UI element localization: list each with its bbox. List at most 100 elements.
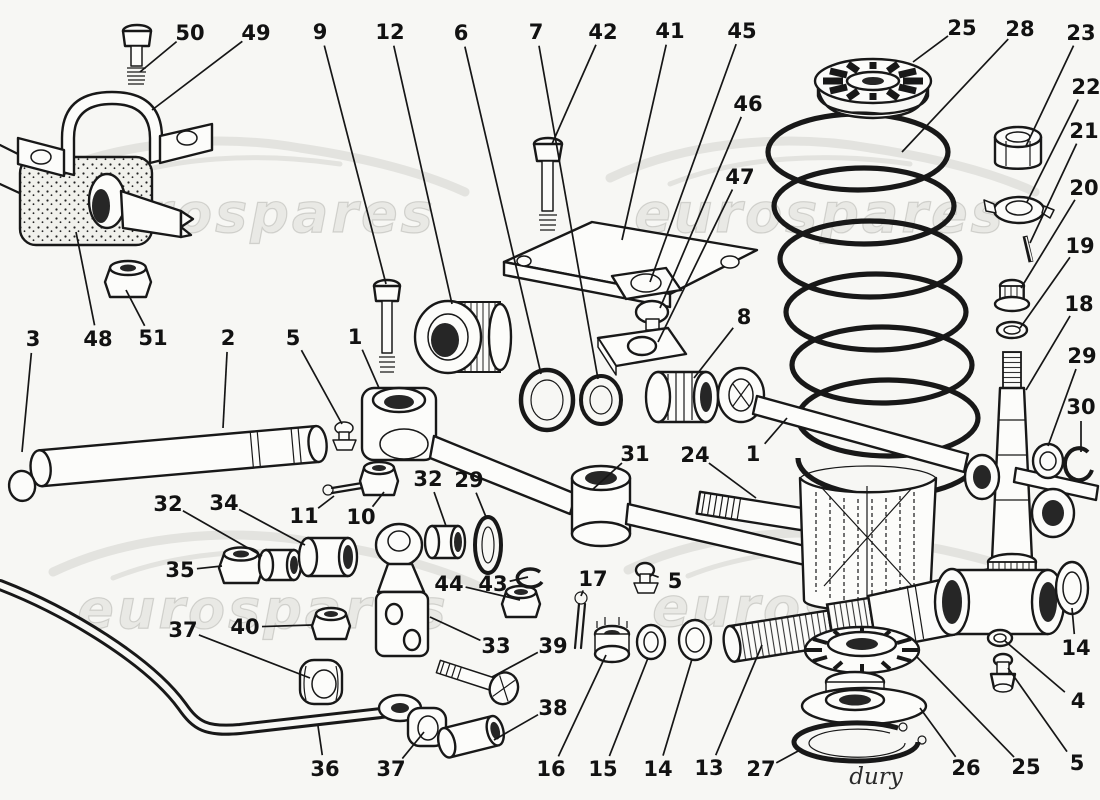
ring-29 [473,515,503,575]
link-bolt-39 [435,659,520,706]
watermark-swoosh [605,136,1040,197]
leader-line [657,189,734,343]
part-number-label: 47 [725,165,754,189]
split-pin-17 [573,591,588,650]
pivot-bolt-9-drawing [372,278,402,373]
part-number-label: 15 [588,757,617,781]
part-number-label: 34 [209,491,238,515]
leader-line [238,508,306,546]
part-number-label: 20 [1069,176,1098,200]
part-number-label: 17 [578,567,607,591]
part-number-label: 36 [310,757,339,781]
part-number-label: 49 [241,21,270,45]
leader-line [21,352,33,453]
part-number-label: 33 [481,634,510,658]
part-number-label: 37 [376,757,405,781]
leader-line [708,462,757,499]
part-number-label: 18 [1064,292,1093,316]
part-number-label: 21 [1069,119,1098,143]
bush-32 [257,548,303,582]
stabilizer-clamp-assembly-drawing [0,23,214,299]
leader-line [608,657,649,757]
leader-line [1004,640,1066,693]
leader-line [1026,99,1080,203]
part-number-label: 32 [153,492,182,516]
nut-23 [993,125,1043,170]
part-number-label: 29 [1067,344,1096,368]
bush-34 [297,536,359,578]
leader-line [429,616,481,642]
bar-bush-37 [298,658,344,706]
part-number-label: 14 [643,757,672,781]
bush-32b [423,524,467,560]
leader-line [1025,45,1075,147]
leader-line [901,38,1009,153]
part-number-label: 44 [434,572,463,596]
leader-line [1020,199,1076,289]
bushing-8 [644,370,720,424]
part-number-label: 24 [680,443,709,467]
leader-line [693,327,734,379]
leader-line [659,116,743,309]
leader-line [465,586,521,601]
part-number-label: 13 [694,756,723,780]
spring-cap-25 [813,57,933,120]
leader-line [401,731,425,760]
washer-7 [579,374,623,426]
clamp-bolt-50 [121,23,153,85]
leader-line [621,44,668,241]
seat-plate-26 [800,670,928,726]
leader-line [222,351,228,429]
bushing-row-drawing [217,515,503,585]
washer-7-inner [589,385,613,415]
part-number-label: 26 [951,756,980,780]
arm-front [428,434,578,516]
leader-line [491,651,539,678]
part-number-label: 23 [1066,21,1095,45]
washer-15 [635,623,667,661]
part-number-label: 46 [733,92,762,116]
part-number-label: 35 [165,558,194,582]
grease-nipple-5 [332,421,357,451]
nut-44 [500,584,542,619]
lower-wishbone-drawing [322,386,874,570]
part-number-label: 22 [1071,75,1100,99]
leader-line [649,43,737,283]
leader-line [151,40,243,111]
bolt-5 [989,652,1017,693]
kingpin-thread-18 [1002,351,1022,391]
leader-line [196,565,223,570]
leader-line [323,45,387,285]
leader-line [580,590,584,597]
spring-seat-stack-drawing [791,625,928,764]
circlip-30 [1062,446,1094,483]
part-number-label: 7 [529,20,544,44]
part-number-label: 41 [655,19,684,43]
leader-line [714,644,763,756]
part-number-label: 51 [138,326,167,350]
leader-line [1007,667,1068,753]
upper-arm-drawing [751,394,1100,616]
part-number-label: 43 [478,572,507,596]
leader-line [1019,256,1071,329]
leader-line [551,44,597,145]
tab-washer-22 [983,195,1055,225]
part-number-label: 8 [737,305,752,329]
coil-spring-drawing [765,57,981,499]
rubber-ring-6 [518,367,576,433]
leader-line [464,46,542,375]
leader-line [1071,607,1076,635]
leader-line [557,654,607,757]
inner-tube-2-drawing [7,424,328,503]
part-number-label: 5 [668,569,683,593]
leader-line [392,45,453,305]
castle-nut-16 [593,617,631,664]
part-number-label: 25 [947,16,976,40]
leader-line [371,491,385,508]
clamp-nut-51 [103,259,153,299]
part-number-label: 50 [175,21,204,45]
leader-line [433,491,447,527]
part-number-label: 12 [375,20,404,44]
nut-40 [310,606,352,641]
